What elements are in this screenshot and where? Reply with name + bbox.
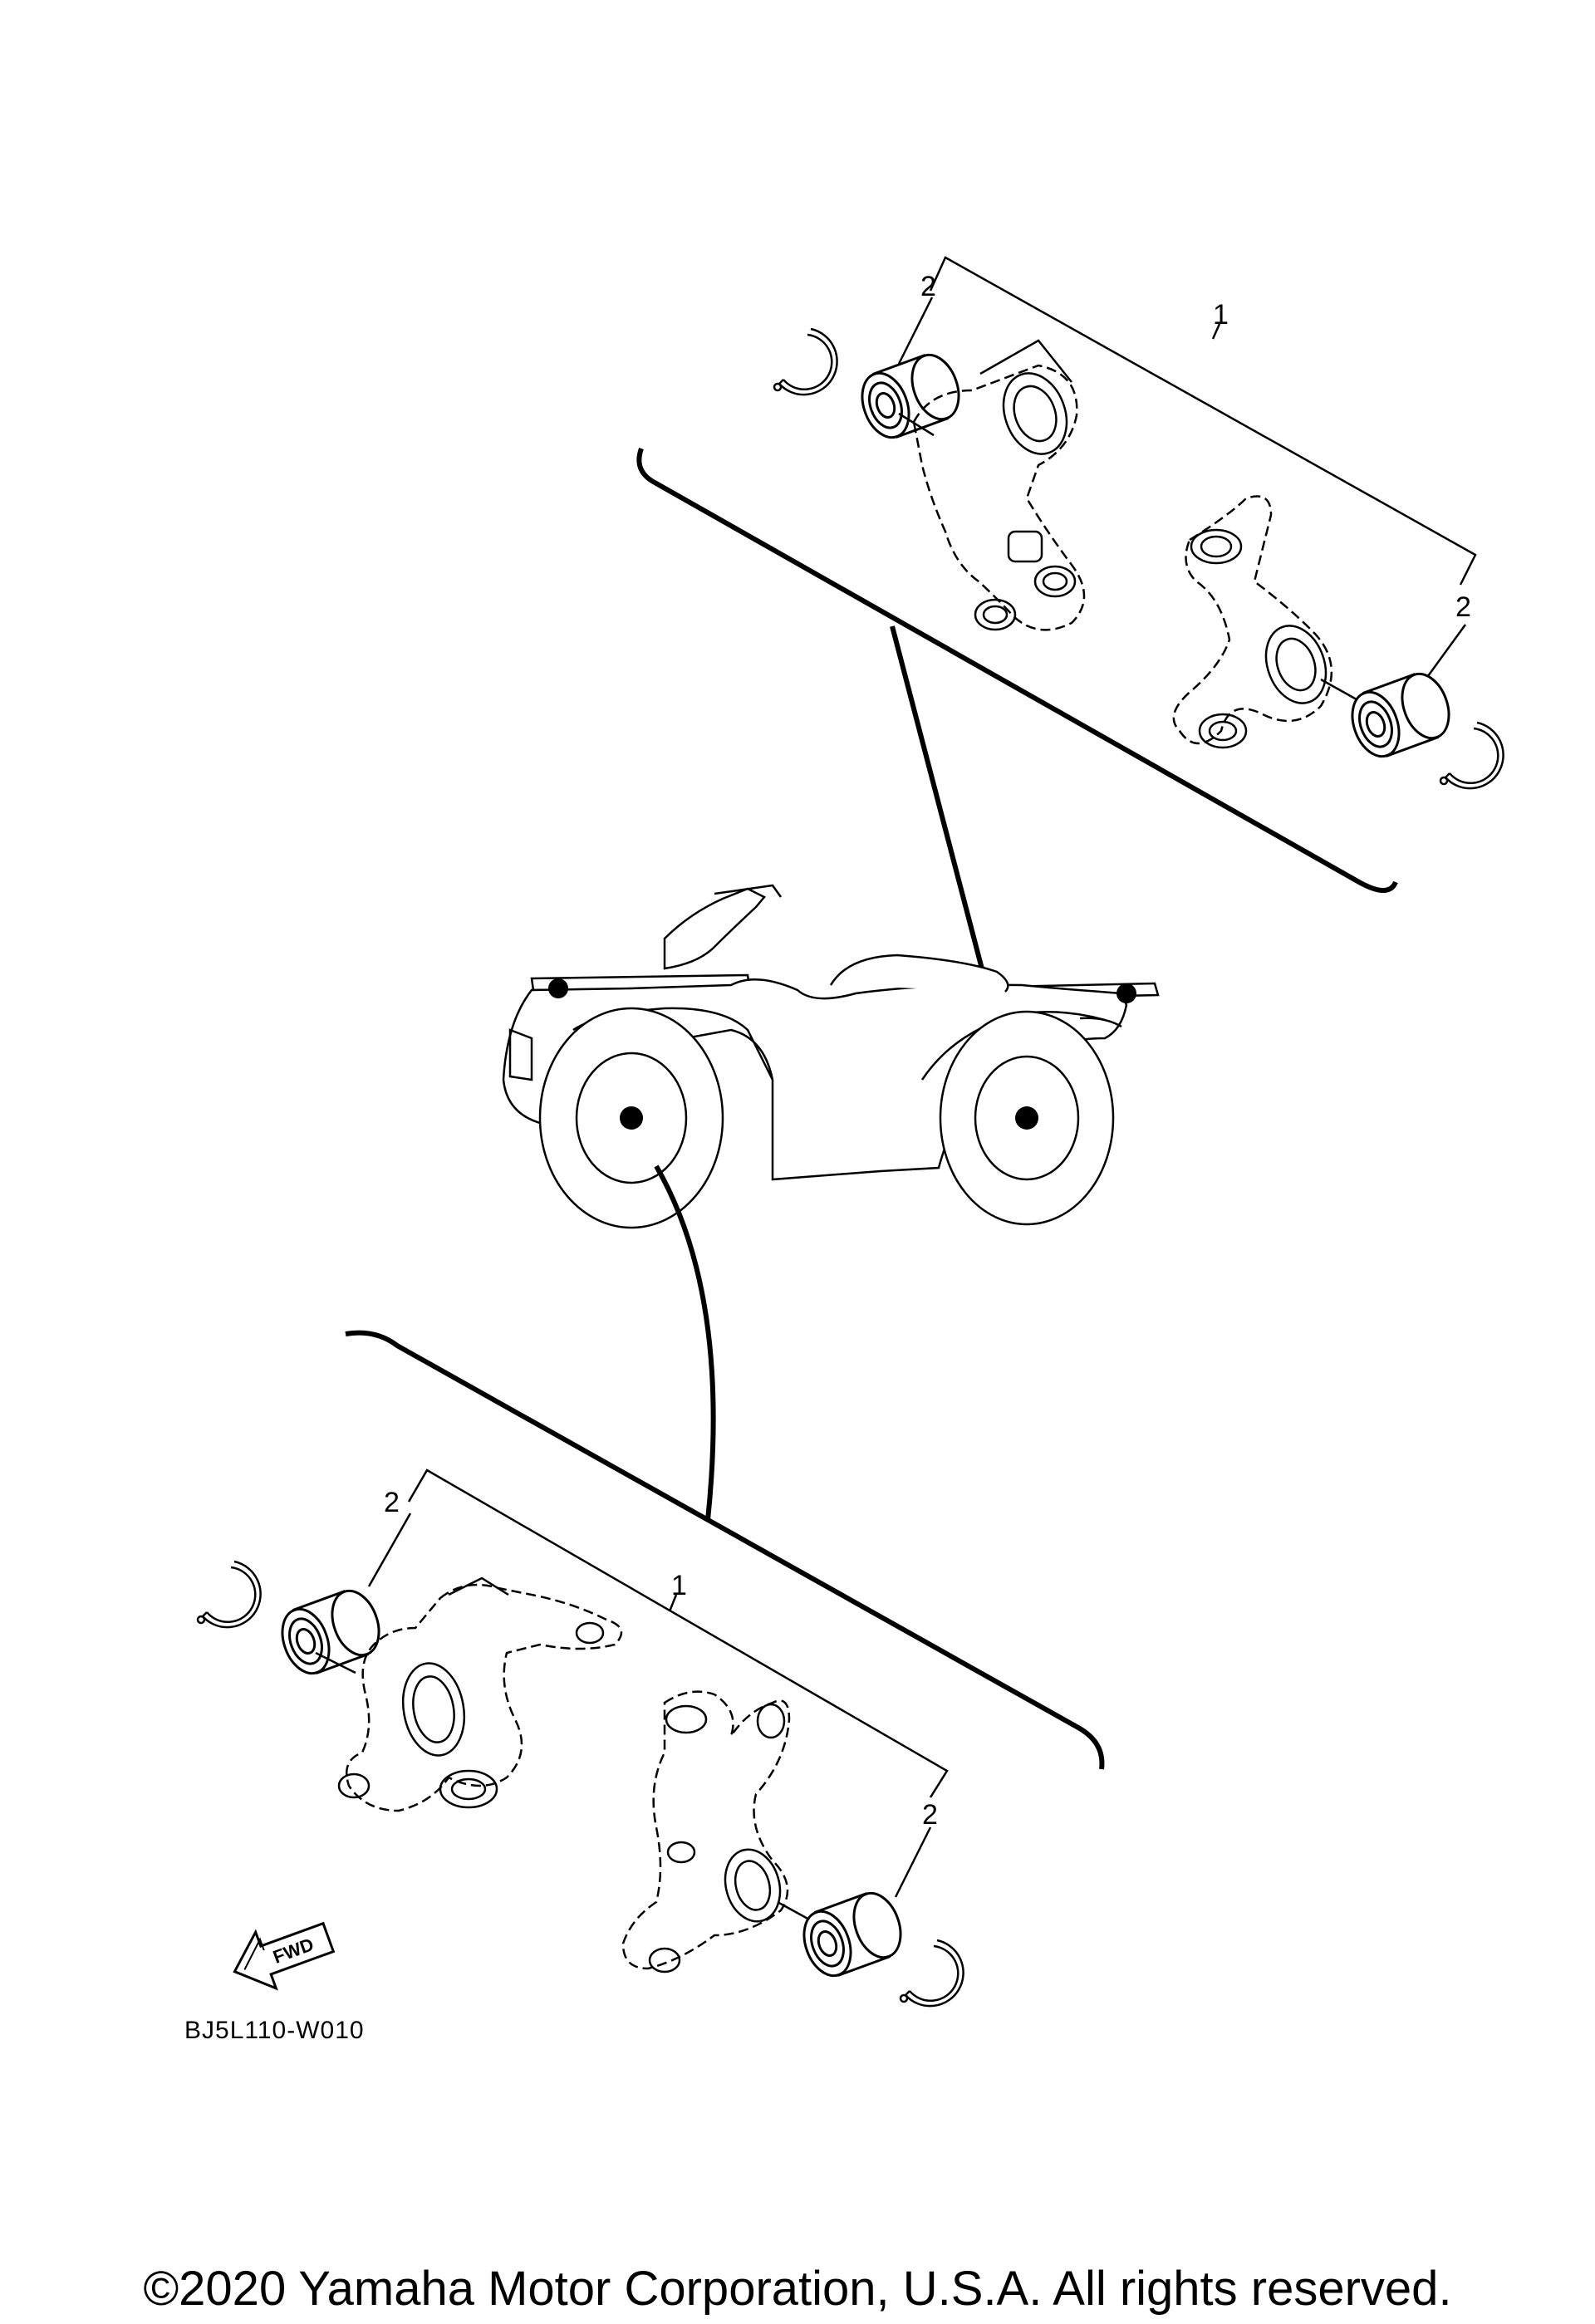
- circlip-icon: [899, 1939, 964, 2008]
- bearing-icon: [794, 1885, 910, 1983]
- rear-bearing-right-number: 2: [1455, 591, 1471, 623]
- rear-wheel-location-dot: [1015, 1106, 1038, 1130]
- front-assembly-bracket: [407, 1468, 949, 1798]
- bearing-icon: [272, 1583, 389, 1681]
- fwd-arrow-icon: FWD: [233, 1921, 336, 1991]
- front-knuckle-icon: [621, 1690, 791, 1973]
- rear-assembly-number: 1: [1213, 299, 1229, 331]
- rear-knuckle-icon: [1172, 495, 1333, 749]
- front-assembly-number: 1: [671, 1570, 687, 1601]
- circlip-icon: [196, 1560, 262, 1629]
- rear-knuckle-icon: [912, 339, 1086, 631]
- circlip-icon: [773, 327, 838, 396]
- front-wheel-location-dot: [620, 1106, 643, 1130]
- front-group-bracket: [345, 1330, 1105, 1770]
- front-rack-location-dot: [548, 978, 568, 998]
- front-bearing-group: 1 2 2: [196, 1330, 1105, 2008]
- front-group-leader: [654, 1164, 716, 1521]
- drawing-code: BJ5L110-W010: [184, 2017, 365, 2044]
- copyright-notice: ©2020 Yamaha Motor Corporation, U.S.A. A…: [143, 2262, 1452, 2316]
- circlip-icon: [1439, 721, 1504, 790]
- rear-bearing-left-number: 2: [920, 271, 936, 302]
- bearing-icon: [1342, 666, 1459, 764]
- rear-assembly-bracket: [929, 256, 1477, 586]
- rear-bearing-group: 1 2 2: [636, 256, 1504, 893]
- front-bearing-left-number: 2: [384, 1487, 400, 1518]
- front-knuckle-icon: [337, 1576, 623, 1812]
- rear-group-bracket: [636, 447, 1398, 893]
- rear-rack-location-dot: [1116, 983, 1136, 1003]
- atv-vehicle-icon: [502, 884, 1160, 1229]
- bearing-icon: [852, 347, 969, 445]
- front-bearing-right-number: 2: [922, 1799, 938, 1831]
